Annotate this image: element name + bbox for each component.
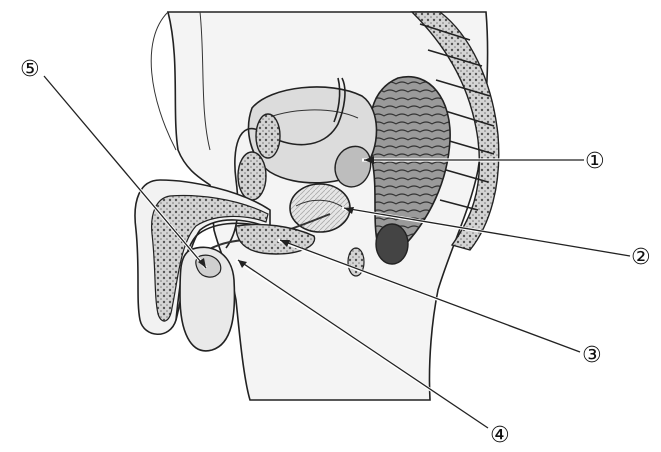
scrotum-testis [180, 247, 234, 351]
label-5: ⑤ [20, 57, 40, 82]
prostate-gland [290, 184, 350, 232]
label-2: ② [631, 245, 651, 270]
label-3: ③ [582, 343, 602, 368]
label-4: ④ [490, 423, 510, 448]
seminal-vesicle [335, 146, 371, 187]
label-1: ① [585, 149, 605, 174]
